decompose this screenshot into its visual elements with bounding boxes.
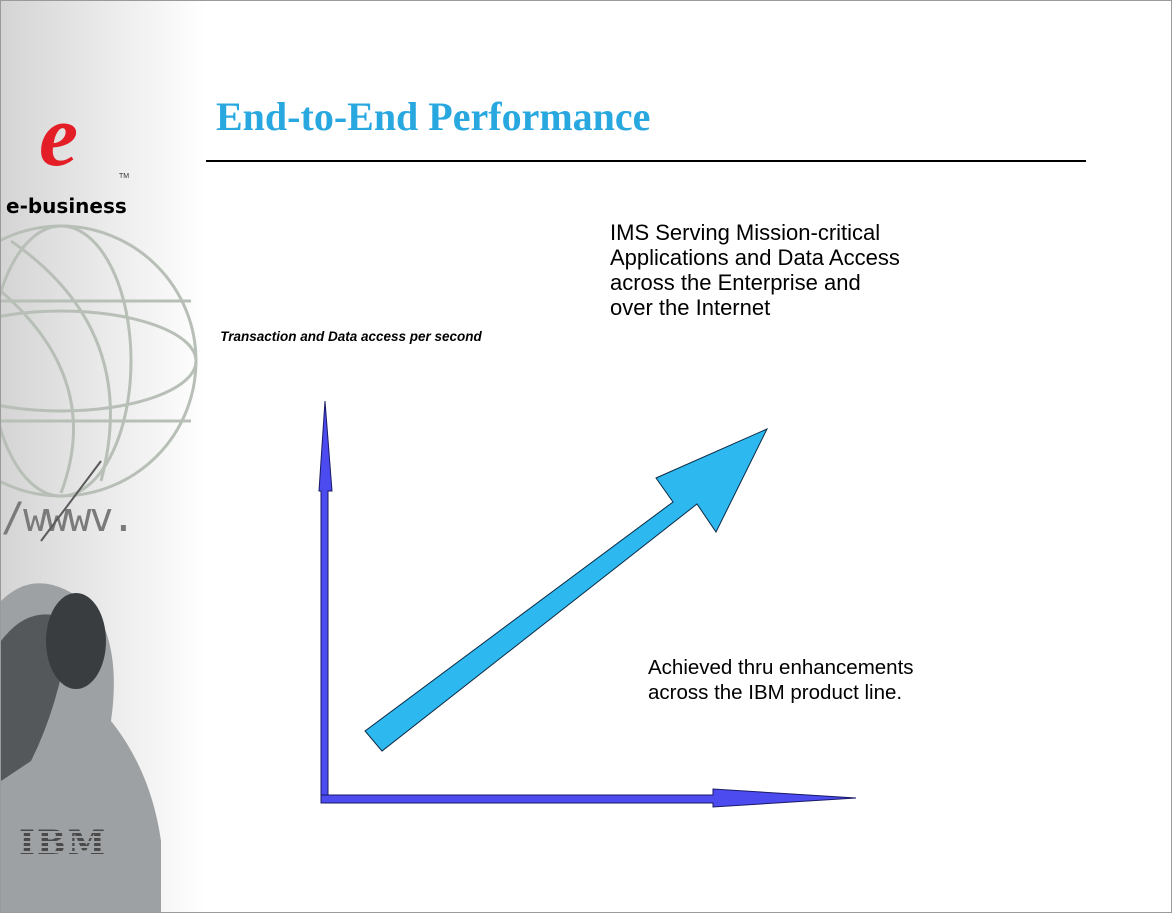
x-axis-arrow: [320, 788, 857, 808]
trademark-mark: TM: [119, 173, 130, 180]
growth-arrow: [364, 427, 769, 752]
globe-icon: [1, 224, 198, 498]
sidebar-panel: /wwwv. e TM e-business IBM: [1, 1, 206, 912]
e-business-logo: e: [39, 88, 79, 185]
e-business-tagline: e-business: [6, 194, 127, 218]
ibm-logo: IBM: [19, 823, 108, 863]
svg-text:/wwwv.: /wwwv.: [1, 495, 134, 541]
title-underline: [206, 160, 1086, 162]
footnote-text: Achieved thru enhancements across the IB…: [648, 656, 914, 704]
www-icon: /wwwv.: [1, 495, 136, 541]
mouse-icon: [1, 460, 161, 912]
y-axis-label: Transaction and Data access per second: [220, 329, 482, 344]
headline-text: IMS Serving Mission-critical Application…: [610, 220, 900, 320]
slide-title: End-to-End Performance: [216, 94, 651, 139]
y-axis-arrow: [318, 400, 333, 804]
sidebar-art: /wwwv.: [1, 224, 198, 912]
